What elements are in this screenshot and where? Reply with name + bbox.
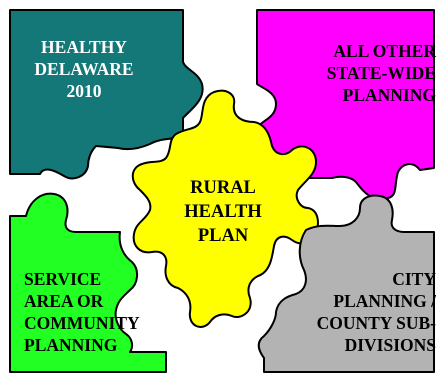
puzzle-piece-service-area-planning [9,192,167,373]
puzzle-piece-healthy-delaware [9,9,204,180]
puzzle-piece-city-county-planning [257,194,435,373]
label-service-area-planning: SERVICE AREA OR COMMUNITY PLANNING [24,269,140,355]
label-state-wide-planning: ALL OTHER STATE-WIDE PLANNING [326,41,436,105]
puzzle-piece-rural-health-plan [131,89,319,328]
label-healthy-delaware: HEALTHY DELAWARE 2010 [34,37,134,101]
label-rural-health-plan: RURAL HEALTH PLAN [184,178,262,246]
label-city-county-planning: CITY PLANNING / COUNTY SUB- DIVISIONS [316,269,436,355]
